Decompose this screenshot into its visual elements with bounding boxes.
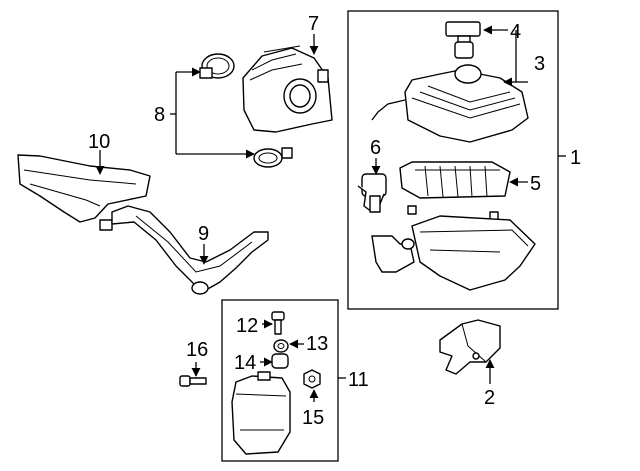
intake-housing-part (242, 45, 333, 133)
callout-15: 15 (302, 407, 324, 429)
bolt-16-part (179, 375, 207, 387)
callout-13: 13 (306, 333, 328, 355)
clip-part (407, 205, 417, 215)
callout-4: 4 (510, 21, 521, 43)
callout-14: 14 (234, 352, 256, 374)
cushion-14-part (271, 353, 289, 369)
sensor-6-part (357, 173, 387, 213)
callout-10: 10 (88, 131, 110, 153)
intake-duct-part (17, 154, 151, 231)
intake-hose-part (111, 205, 269, 295)
callout-1: 1 (570, 147, 581, 169)
callout-3: 3 (534, 53, 545, 75)
nut-15-part (303, 369, 321, 389)
grommet-13-part (273, 339, 289, 353)
callout-7: 7 (308, 13, 319, 35)
callout-5: 5 (530, 173, 541, 195)
callout-6: 6 (370, 137, 381, 159)
group-box-air-cleaner (347, 10, 559, 310)
hose-clamp-upper-part (199, 53, 235, 79)
air-cleaner-cover-part (371, 64, 529, 143)
air-cleaner-case-part (371, 215, 536, 291)
callout-8: 8 (154, 104, 165, 126)
callout-12: 12 (236, 315, 258, 337)
sensor-4-part (445, 21, 481, 59)
resonator-part (231, 371, 291, 455)
bracket-part (439, 319, 501, 375)
callout-9: 9 (198, 223, 209, 245)
callout-2: 2 (484, 387, 495, 409)
callout-16: 16 (186, 339, 208, 361)
bolt-12-part (271, 311, 285, 335)
air-filter-part (399, 161, 511, 199)
hose-clamp-lower-part (253, 147, 293, 168)
group-box-resonator (221, 299, 339, 462)
callout-11: 11 (348, 369, 369, 391)
